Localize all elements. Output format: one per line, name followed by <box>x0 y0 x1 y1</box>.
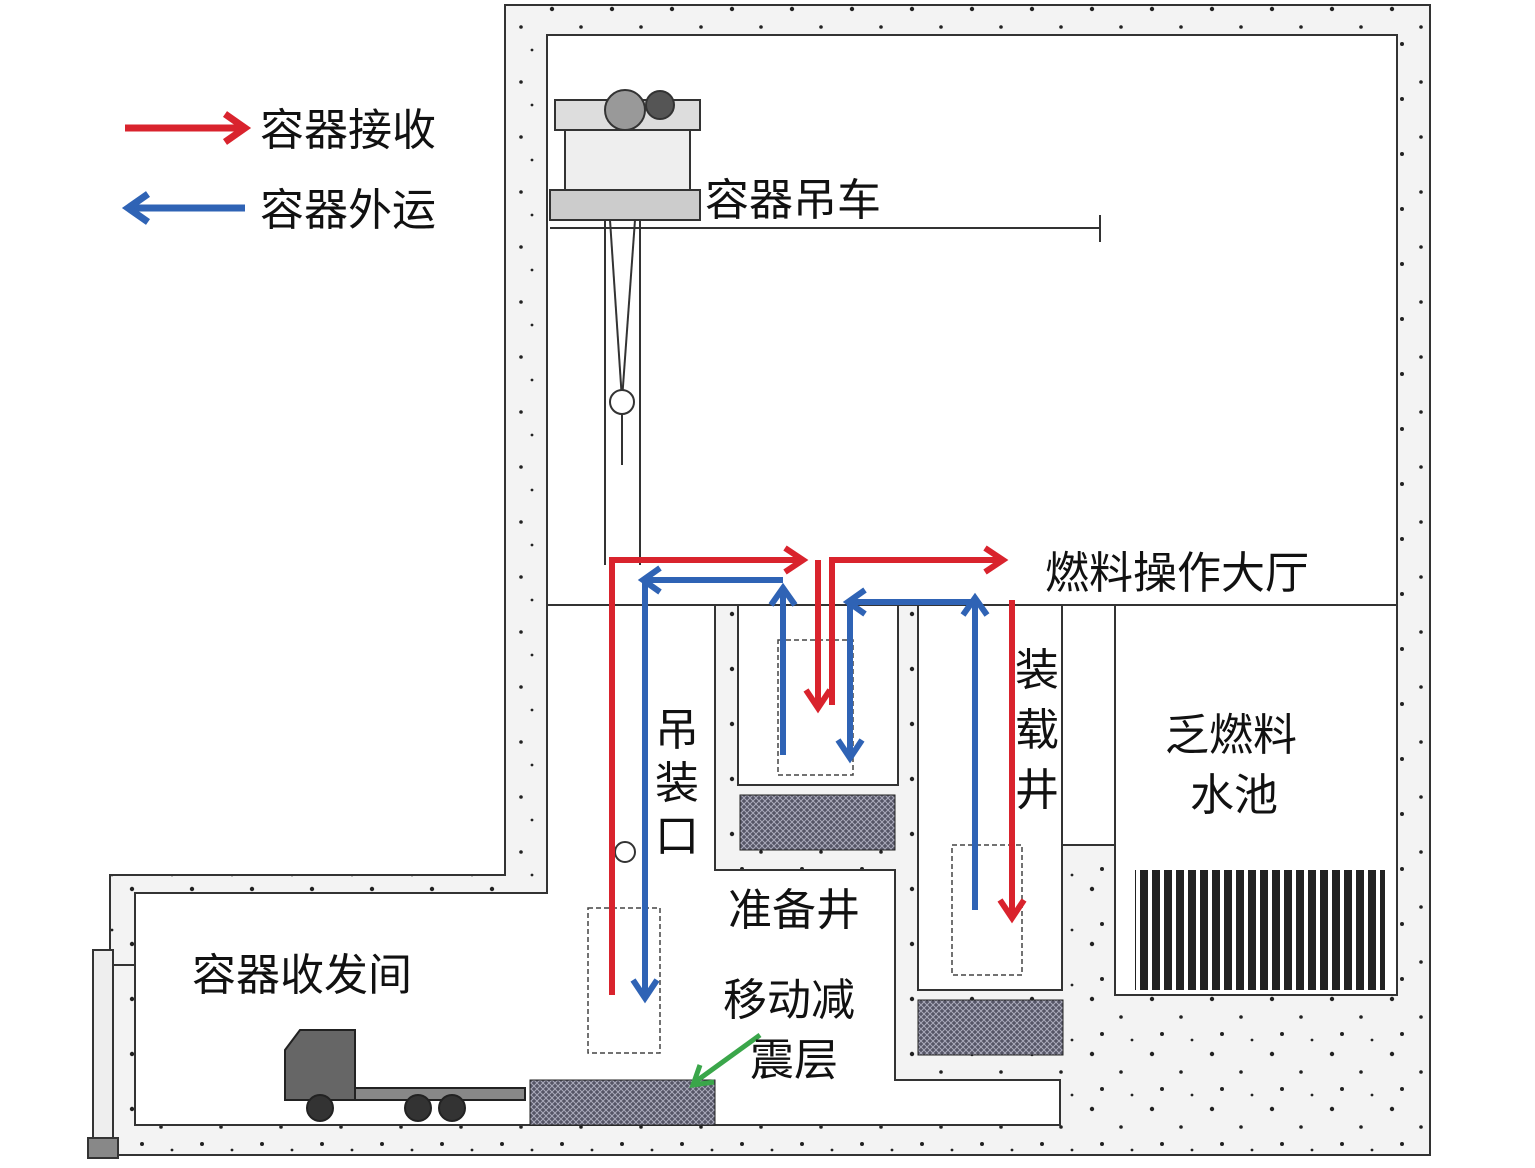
legend: 容器接收 容器外运 <box>121 105 436 236</box>
truck <box>284 1029 526 1122</box>
loading-well-label-1: 装 <box>1015 645 1059 696</box>
lower-room <box>134 604 1061 1126</box>
damping-pointer <box>689 1032 762 1089</box>
damping-block-mobile <box>529 1079 716 1126</box>
legend-receive-arrow <box>125 111 252 145</box>
spent-fuel-pool-label-1: 乏燃料 <box>1165 710 1297 761</box>
prep-well-label: 准备井 <box>728 885 860 936</box>
spent-fuel-pool-label-2: 水池 <box>1190 770 1278 821</box>
hoisting-opening-label-1: 吊 <box>655 705 699 756</box>
hall-label: 燃料操作大厅 <box>1045 548 1309 599</box>
damping-layer-label-1: 移动减 <box>723 975 855 1026</box>
vent-pipe <box>87 949 135 1159</box>
damping-block-prep <box>739 794 896 851</box>
loading-well-label-2: 载 <box>1015 705 1059 756</box>
cask-crane <box>549 89 1101 863</box>
hoisting-opening-label-3: 口 <box>655 811 699 862</box>
loading-well <box>917 604 1063 991</box>
casks <box>587 639 1023 1054</box>
fuel-racks <box>1135 870 1385 990</box>
legend-ship-out-arrow <box>121 191 245 225</box>
damping-layer-label-2: 震层 <box>750 1035 838 1086</box>
legend-receive-label: 容器接收 <box>260 105 436 156</box>
cask-room-label: 容器收发间 <box>192 950 412 1001</box>
ship-out-route <box>630 565 990 1004</box>
crane-label: 容器吊车 <box>705 175 881 226</box>
legend-ship-out-label: 容器外运 <box>260 185 436 236</box>
gap-room <box>1061 604 1116 846</box>
damping-block-loading <box>917 999 1064 1056</box>
receive-route <box>609 545 1027 995</box>
loading-well-label-3: 井 <box>1015 765 1059 816</box>
hoisting-opening-label-2: 装 <box>655 758 699 809</box>
